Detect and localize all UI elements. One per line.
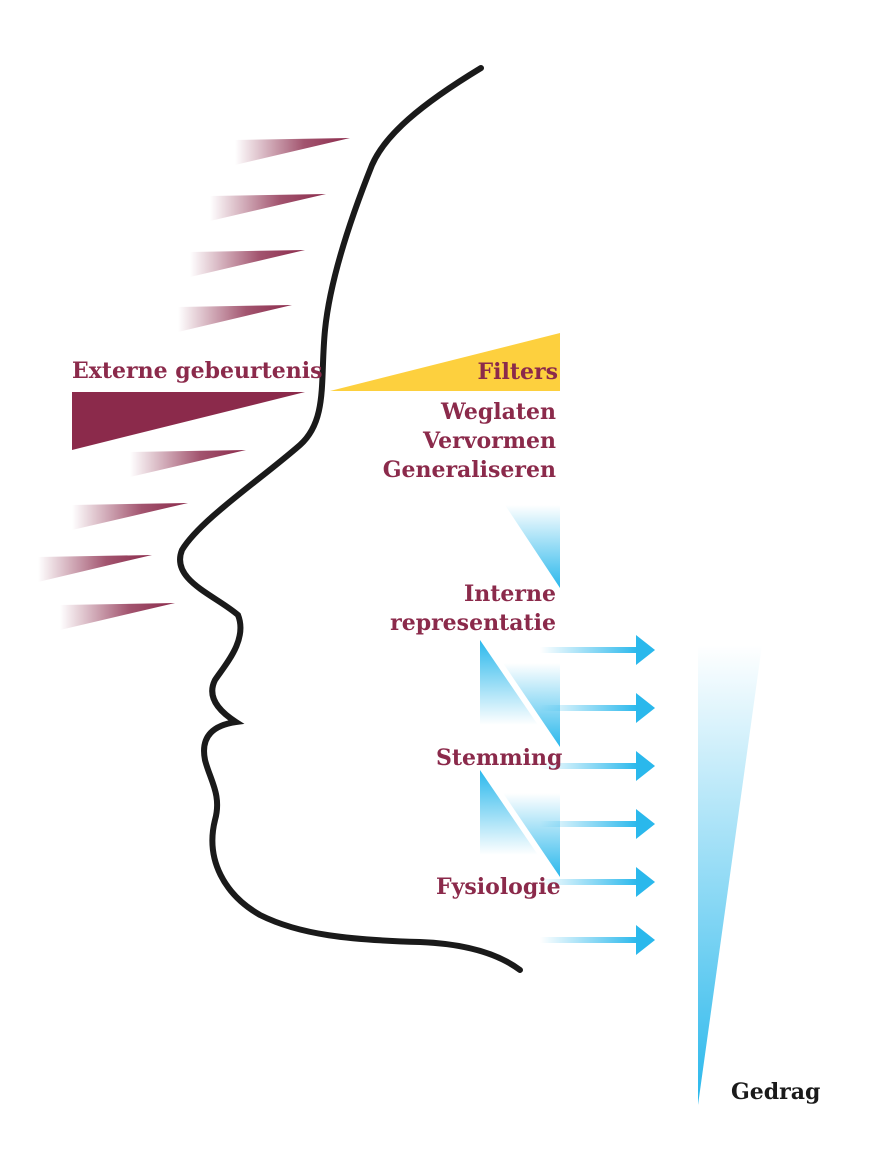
mood-physiology-wedges: [480, 770, 560, 877]
internal-representation-label-line2: representatie: [390, 610, 556, 636]
external-event-wedge: [72, 392, 305, 450]
filter-type-distortion: Vervormen: [423, 428, 556, 454]
stimulus-wedge: [72, 503, 188, 530]
blue-wedge: [503, 793, 560, 877]
mood-label: Stemming: [436, 745, 563, 771]
stimulus-wedge: [210, 194, 326, 221]
arrow-right-icon: [540, 751, 655, 781]
representation-mood-wedges: [480, 640, 560, 747]
behavior-wedge: [698, 645, 762, 1105]
behavior-arrows: [540, 635, 655, 955]
arrow-right-icon: [540, 635, 655, 665]
arrow-right-icon: [540, 867, 655, 897]
arrow-right-icon: [540, 809, 655, 839]
blue-wedge: [480, 770, 538, 855]
internal-representation-label-line1: Interne: [463, 581, 556, 607]
arrow-right-icon: [540, 925, 655, 955]
stimulus-wedge: [190, 250, 305, 277]
filter-type-deletion: Weglaten: [440, 399, 556, 425]
external-event-label: Externe gebeurtenis: [72, 358, 323, 384]
filter-to-representation-wedge: [505, 505, 560, 588]
filters-label: Filters: [477, 359, 558, 385]
face-profile-outline: [177, 65, 523, 973]
filters-wedge: [330, 333, 560, 391]
physiology-label: Fysiologie: [436, 874, 561, 900]
blue-wedge: [503, 663, 560, 747]
external-stimulus-wedges: [38, 138, 350, 630]
filter-type-generalization: Generaliseren: [382, 457, 556, 483]
stimulus-wedge: [130, 450, 246, 477]
blue-wedge: [480, 640, 538, 725]
stimulus-wedge: [235, 138, 350, 165]
arrow-right-icon: [540, 693, 655, 723]
stimulus-wedge: [60, 603, 175, 630]
stimulus-wedge: [178, 305, 292, 332]
stimulus-wedge: [38, 555, 152, 582]
behavior-label: Gedrag: [731, 1079, 821, 1105]
